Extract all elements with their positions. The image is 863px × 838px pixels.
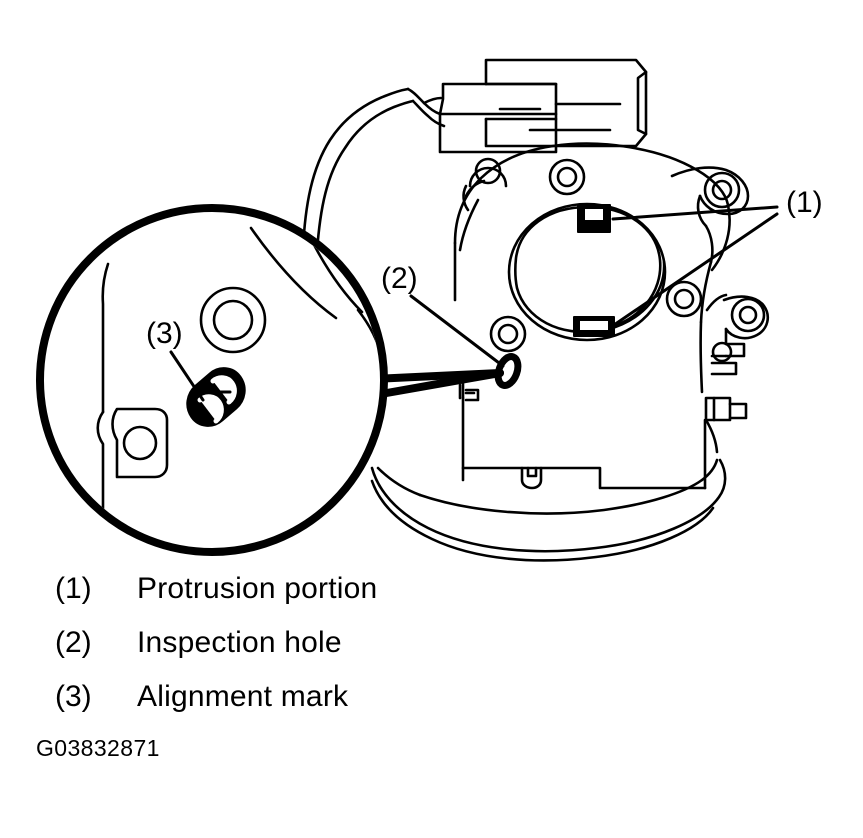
callout-3-alignment-mark: (3) (146, 317, 183, 350)
legend-item-3: (3) Alignment mark (55, 670, 575, 724)
inspection-hole (494, 353, 522, 389)
alignment-mark (186, 367, 246, 427)
boss-hole-top (548, 158, 586, 196)
legend-label-1: Protrusion portion (137, 572, 378, 605)
leader-line-callout-2 (409, 294, 505, 368)
legend-list: (1) Protrusion portion (2) Inspection ho… (55, 562, 575, 724)
legend-number-2: (2) (55, 626, 92, 659)
leader-line-callout-1 (609, 205, 779, 329)
callout-2-inspection-hole: (2) (381, 262, 418, 295)
boss-hole-left (489, 315, 527, 353)
legend-number-1: (1) (55, 572, 92, 605)
wire-harness-lower-loop (370, 458, 727, 562)
legend-item-1: (1) Protrusion portion (55, 562, 575, 616)
protrusion-tab-bottom (573, 316, 615, 337)
detail-boss-inner (212, 299, 254, 341)
detail-bracket-hole (122, 425, 158, 461)
legend-label-2: Inspection hole (137, 626, 342, 659)
wire-harness-upper (301, 87, 446, 254)
legend-label-3: Alignment mark (137, 680, 349, 713)
rotor-bore (514, 205, 662, 333)
detail-boss-outer (199, 286, 267, 354)
protrusion-tab-top (577, 204, 611, 233)
legend-item-2: (2) Inspection hole (55, 616, 575, 670)
harness-connector-block (438, 58, 648, 154)
leader-line-callout-3 (169, 350, 205, 402)
legend-number-3: (3) (55, 680, 92, 713)
callout-1-protrusion-portion: (1) (786, 186, 823, 219)
figure-id-code: G03832871 (36, 735, 160, 761)
magnified-detail-view (36, 204, 388, 556)
spiral-cable-housing (453, 142, 770, 490)
boss-hole-right (665, 280, 703, 318)
housing-boss-holes (489, 158, 703, 353)
detail-bracket-tab (111, 407, 169, 479)
